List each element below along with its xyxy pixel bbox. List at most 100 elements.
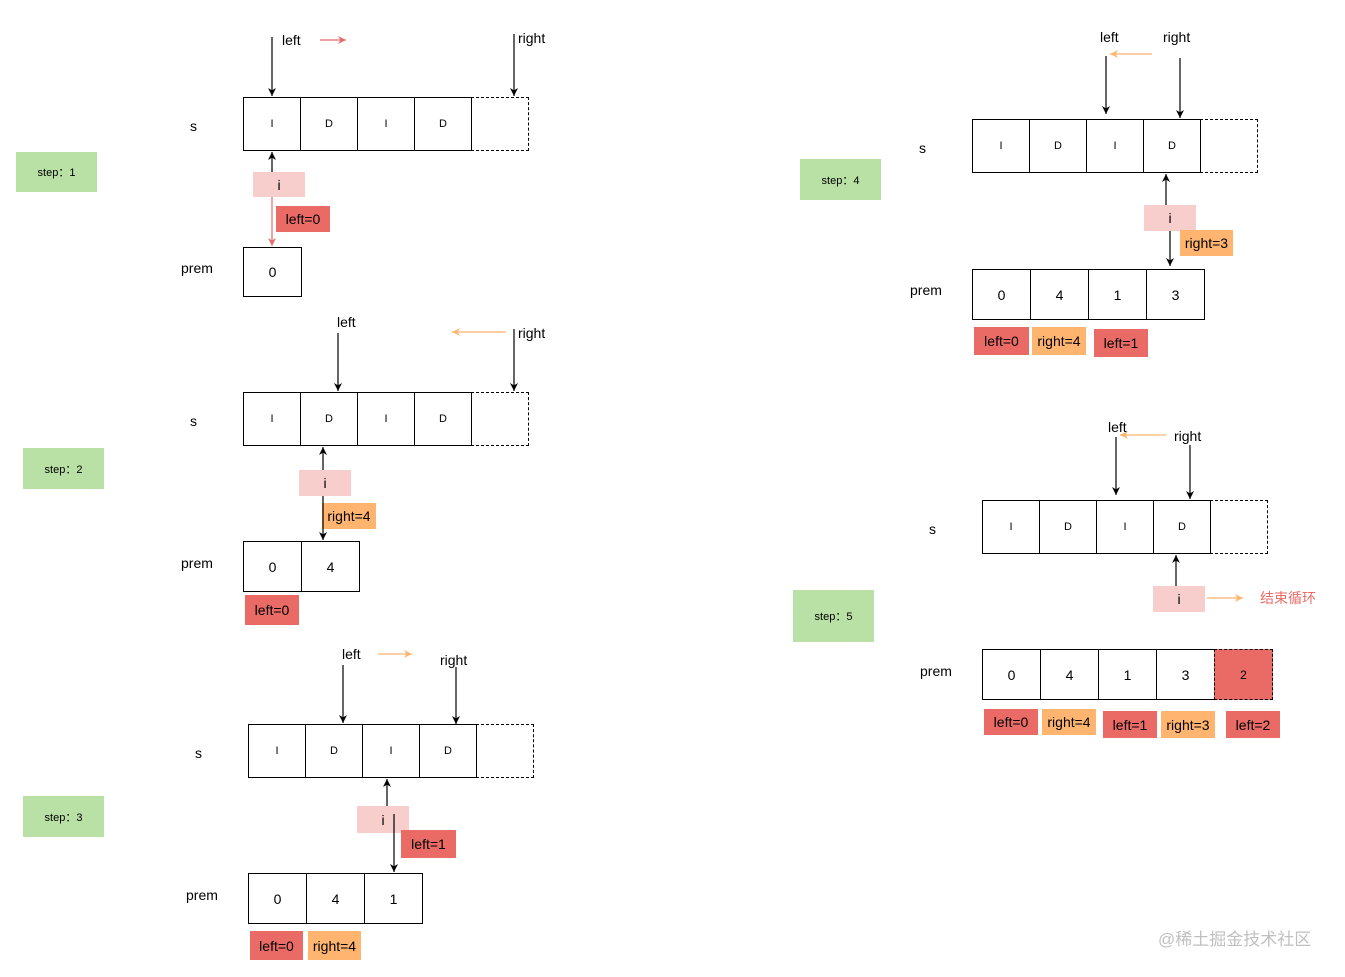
i-index-box: i: [357, 806, 409, 833]
step-label: step：2: [44, 463, 83, 476]
prem-assign-tag: right=4: [1032, 327, 1086, 355]
s-end-placeholder-cell: [471, 392, 529, 446]
step-4-badge: step：4: [800, 159, 881, 200]
s-array: I D I D: [982, 500, 1268, 554]
s-cell: D: [1039, 500, 1097, 554]
s-array: I D I D: [243, 97, 529, 151]
i-assign-tag: right=4: [322, 503, 376, 529]
i-assign-tag: right=3: [1180, 230, 1233, 256]
prem-assign-tag: left=1: [1103, 711, 1157, 738]
prem-new-cell: 2: [1214, 649, 1273, 700]
prem-array-label: prem: [186, 887, 218, 903]
i-assign-tag: left=0: [276, 206, 330, 232]
right-pointer-label: right: [518, 30, 546, 46]
prem-assign-tag: left=0: [984, 709, 1038, 735]
step-label: step：3: [44, 811, 83, 824]
step-label: step：1: [37, 167, 76, 179]
prem-array: 0 4 1 3 2: [982, 649, 1273, 700]
i-assign-tag: left=1: [401, 830, 456, 858]
s-cell: D: [305, 724, 363, 778]
left-pointer-label: left: [1100, 29, 1119, 45]
s-cell: D: [1153, 500, 1211, 554]
s-cell: I: [243, 392, 301, 446]
prem-array: 0 4: [243, 541, 360, 592]
s-cell: D: [300, 392, 358, 446]
s-end-placeholder-cell: [1210, 500, 1268, 554]
right-pointer-label: right: [1174, 428, 1202, 444]
s-cell: I: [248, 724, 306, 778]
prem-cell: 0: [243, 541, 302, 592]
prem-assign-tag: left=0: [245, 595, 299, 625]
prem-cell: 1: [1098, 649, 1157, 700]
i-index-box: i: [253, 172, 305, 197]
s-cell: I: [357, 97, 415, 151]
i-label: i: [277, 176, 281, 193]
right-pointer-label: right: [518, 325, 546, 341]
prem-array: 0 4 1: [248, 873, 423, 924]
prem-cell: 4: [306, 873, 365, 924]
s-array-label: s: [195, 745, 202, 761]
left-pointer-label: left: [337, 314, 356, 330]
i-label: i: [381, 811, 385, 828]
left-pointer-label: left: [1108, 419, 1127, 435]
s-array-label: s: [190, 413, 197, 429]
left-pointer-label: left: [342, 646, 361, 662]
prem-assign-tag: right=4: [1042, 709, 1096, 735]
left-pointer-label: left: [282, 32, 301, 48]
step-3-badge: step：3: [23, 796, 104, 837]
s-end-placeholder-cell: [1200, 119, 1258, 173]
s-end-placeholder-cell: [471, 97, 529, 151]
prem-cell: 3: [1146, 269, 1205, 320]
i-index-box: i: [299, 470, 351, 496]
prem-assign-tag: left=0: [250, 931, 303, 960]
s-array-label: s: [190, 118, 197, 134]
prem-assign-tag: left=1: [1094, 329, 1148, 357]
step-label: step：4: [821, 174, 860, 187]
s-cell: I: [1086, 119, 1144, 173]
s-cell: D: [414, 97, 472, 151]
s-cell: I: [243, 97, 301, 151]
s-end-placeholder-cell: [476, 724, 534, 778]
prem-cell: 0: [982, 649, 1041, 700]
prem-assign-tag: right=3: [1161, 711, 1215, 738]
step-label: step：5: [814, 611, 853, 623]
prem-assign-tag: left=2: [1226, 711, 1280, 738]
s-cell: D: [1029, 119, 1087, 173]
end-loop-text: 结束循环: [1260, 590, 1316, 606]
prem-array-label: prem: [181, 260, 213, 276]
s-cell: D: [300, 97, 358, 151]
i-index-box: i: [1153, 586, 1205, 612]
right-pointer-label: right: [1163, 29, 1191, 45]
prem-array-label: prem: [181, 555, 213, 571]
prem-cell: 4: [1030, 269, 1089, 320]
prem-array: 0 4 1 3: [972, 269, 1205, 320]
prem-cell: 0: [972, 269, 1031, 320]
prem-array: 0: [243, 247, 302, 297]
i-label: i: [1177, 591, 1181, 607]
prem-cell: 1: [1088, 269, 1147, 320]
step-5-badge: step：5: [793, 590, 874, 642]
s-array-label: s: [929, 521, 936, 537]
s-cell: I: [362, 724, 420, 778]
s-array-label: s: [919, 140, 926, 156]
s-array: I D I D: [972, 119, 1258, 173]
step-1-badge: step：1: [16, 152, 97, 192]
s-cell: I: [357, 392, 415, 446]
prem-cell: 4: [1040, 649, 1099, 700]
right-pointer-label: right: [440, 652, 468, 668]
i-label: i: [1168, 210, 1172, 226]
prem-cell: 0: [243, 247, 302, 297]
s-cell: I: [982, 500, 1040, 554]
prem-cell: 4: [301, 541, 360, 592]
prem-array-label: prem: [910, 282, 942, 298]
s-cell: D: [1143, 119, 1201, 173]
prem-cell: 0: [248, 873, 307, 924]
s-cell: D: [414, 392, 472, 446]
s-cell: I: [972, 119, 1030, 173]
watermark: @稀土掘金技术社区: [1158, 930, 1312, 949]
prem-assign-tag: right=4: [308, 931, 361, 960]
i-index-box: i: [1144, 205, 1196, 231]
s-array: I D I D: [243, 392, 529, 446]
s-cell: D: [419, 724, 477, 778]
prem-array-label: prem: [920, 663, 952, 679]
